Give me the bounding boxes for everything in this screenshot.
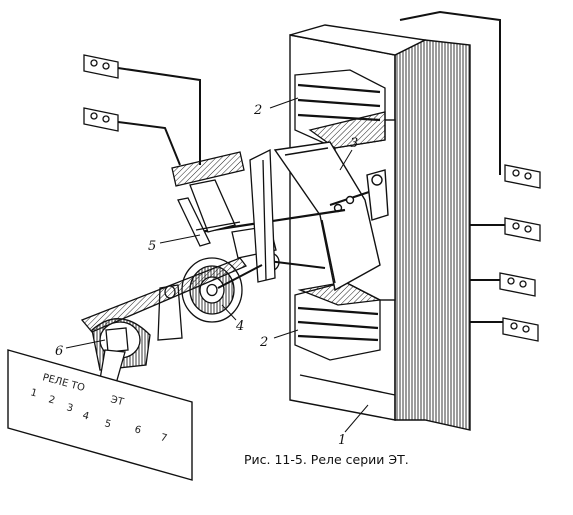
scale-mark-5: 5: [103, 418, 112, 430]
callouts: 2 2 3 4 5 6 1: [55, 103, 358, 448]
lower-coil: [294, 281, 383, 361]
upper-coil: [294, 69, 386, 149]
fixed-contact: [171, 151, 245, 247]
scale-title-tail: ЭТ: [109, 394, 125, 408]
callout-spring: 4: [235, 319, 244, 334]
scale-mark-7: 7: [159, 432, 168, 444]
scale-plate: РЕЛЕ ТО ЭТ 1 2 3 4 5 6 7: [7, 349, 193, 481]
scale-mark-6: 6: [133, 424, 142, 436]
callout-armature: 3: [350, 136, 358, 151]
scale-mark-2: 2: [47, 394, 56, 406]
armature: [273, 141, 389, 292]
callout-coil-top: 2: [253, 103, 262, 118]
right-terminals: [399, 10, 541, 342]
scale-mark-3: 3: [65, 402, 74, 414]
callout-contact: 5: [148, 239, 156, 254]
callout-coil-bottom: 2: [259, 335, 268, 350]
left-terminals: [83, 54, 201, 166]
callout-setting-pointer: 6: [55, 344, 63, 359]
scale-mark-1: 1: [29, 387, 38, 399]
figure-caption: Рис. 11-5. Реле серии ЭТ.: [244, 452, 409, 467]
leader-lines: [65, 97, 369, 433]
scale-mark-4: 4: [81, 410, 90, 422]
callout-core: 1: [338, 433, 346, 448]
